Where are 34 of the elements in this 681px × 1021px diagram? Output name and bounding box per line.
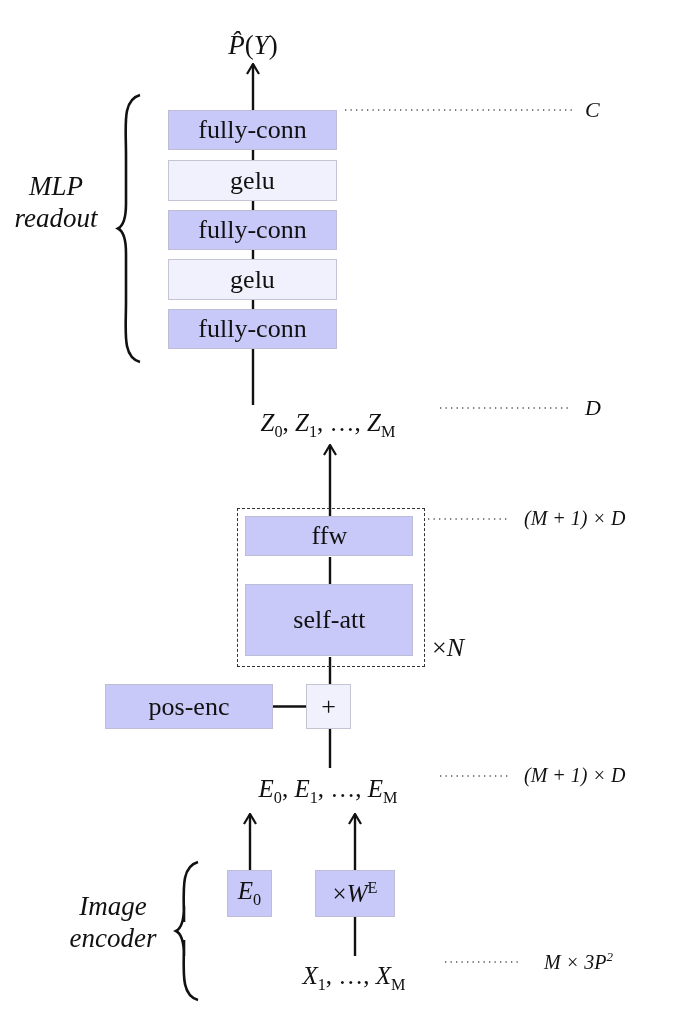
connector <box>347 812 363 870</box>
section-label: MLP readout <box>13 170 99 235</box>
layer-box: fully-conn <box>168 309 337 349</box>
layer-box: + <box>306 684 351 729</box>
layer-box: ×W$^{E}$ <box>315 870 395 917</box>
connector <box>242 812 258 870</box>
dimension-label: ×N <box>432 635 464 661</box>
connector <box>353 917 357 956</box>
repeat-group-box <box>237 508 425 667</box>
dimension-label: (M + 1) × D <box>524 765 626 785</box>
dimension-label: (M + 1) × D <box>524 508 626 528</box>
layer-box: E$_{0}$ <box>227 870 272 917</box>
dimension-label: M × 3P$^{2}$ <box>544 950 613 972</box>
connector <box>328 729 332 768</box>
math-label: E$_{0}$, E$_{1}$, …, E$_{M}$ <box>222 768 434 814</box>
section-label: Image encoder <box>68 890 158 955</box>
layer-box: gelu <box>168 160 337 201</box>
connector <box>322 443 338 517</box>
math-label: X$_{1}$, …, X$_{M}$ <box>272 956 436 1000</box>
math-label: P̂(Y) <box>212 26 294 64</box>
dimension-label: C <box>585 99 600 121</box>
layer-box: fully-conn <box>168 210 337 250</box>
connector <box>273 705 306 708</box>
layer-box: self-att <box>245 584 414 657</box>
connector <box>328 657 332 684</box>
connector <box>328 557 332 585</box>
connector <box>245 62 261 110</box>
math-label: Z$_{0}$, Z$_{1}$, …, Z$_{M}$ <box>222 405 434 445</box>
dimension-label: D <box>585 397 601 419</box>
layer-box: pos-enc <box>105 684 273 729</box>
layer-box: gelu <box>168 259 337 300</box>
layer-box: fully-conn <box>168 110 337 150</box>
connector <box>251 349 255 405</box>
layer-box: ffw <box>245 516 414 557</box>
